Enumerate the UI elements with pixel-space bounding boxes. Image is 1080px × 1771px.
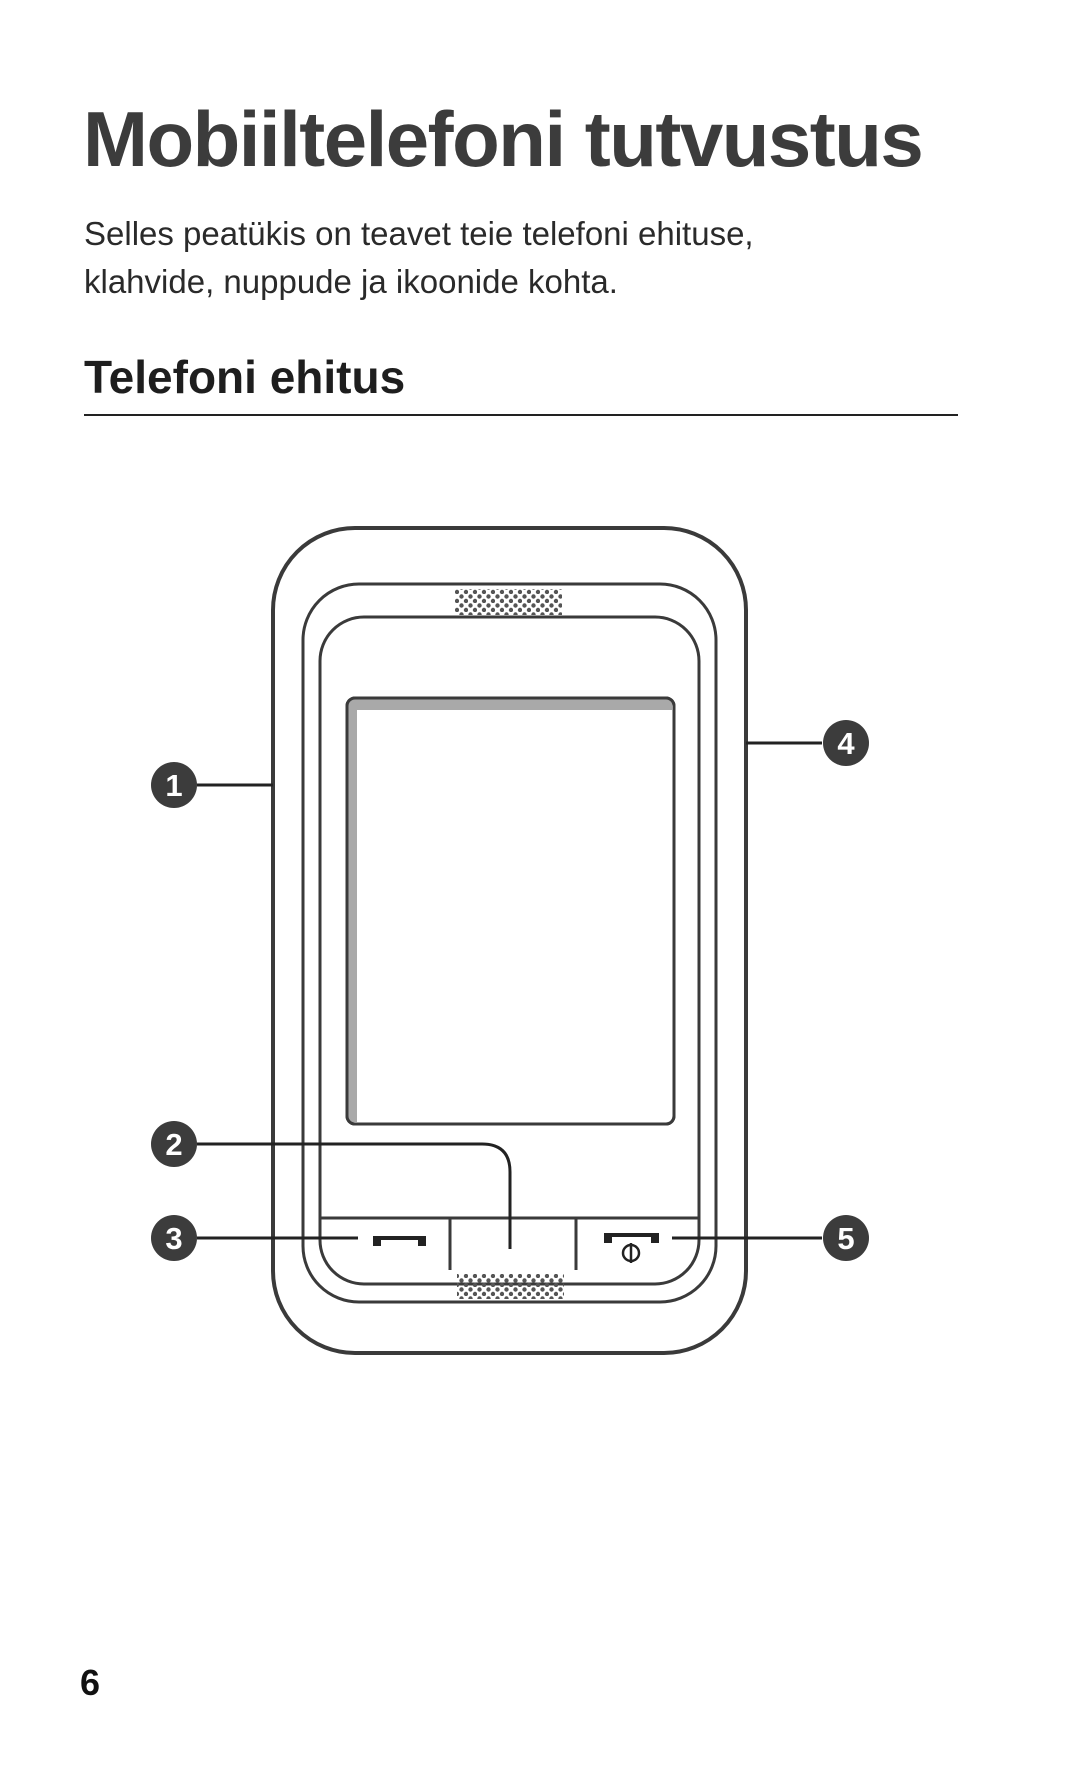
callout-number: 4 xyxy=(837,726,855,761)
callout-marker-4: 4 xyxy=(823,720,869,766)
intro-line: Selles peatükis on teavet teie telefoni … xyxy=(84,215,754,252)
callout-number: 5 xyxy=(837,1221,854,1256)
callout-number: 3 xyxy=(165,1221,182,1256)
callout-marker-3: 3 xyxy=(151,1215,197,1261)
phone-handset-icon xyxy=(373,1236,426,1246)
intro-line: klahvide, nuppude ja ikoonide kohta. xyxy=(84,263,618,300)
page-number: 6 xyxy=(80,1662,101,1703)
callout-number: 2 xyxy=(165,1127,182,1162)
callout-marker-5: 5 xyxy=(823,1215,869,1261)
callout-marker-1: 1 xyxy=(151,762,197,808)
callout-line-2 xyxy=(197,1142,512,1249)
earpiece-speaker xyxy=(455,589,562,615)
callout-number: 1 xyxy=(165,768,182,803)
intro-paragraph: Selles peatükis on teavet teie telefoni … xyxy=(84,210,984,306)
mouthpiece-grill xyxy=(457,1274,564,1299)
callout-marker-2: 2 xyxy=(151,1121,197,1167)
section-divider xyxy=(84,414,958,416)
page-title: Mobiiltelefoni tutvustus xyxy=(83,95,924,183)
section-title: Telefoni ehitus xyxy=(84,351,406,403)
phone-bezel xyxy=(301,582,718,1304)
end-call-power-icon xyxy=(604,1233,659,1263)
display-screen xyxy=(345,696,676,1126)
